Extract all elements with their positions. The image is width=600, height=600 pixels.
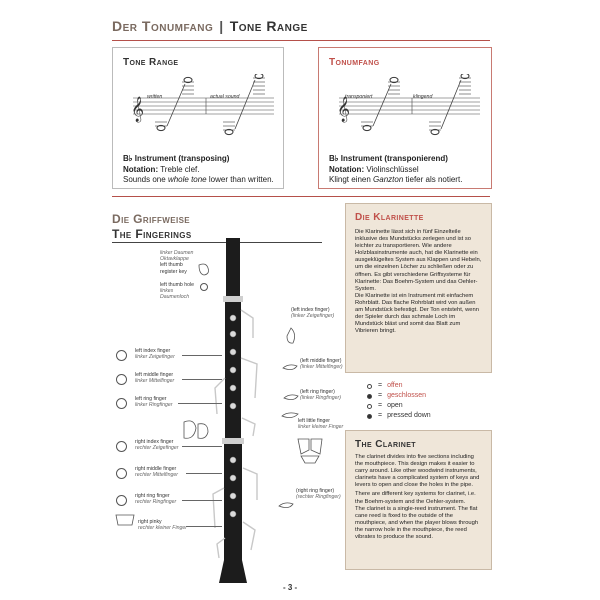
hole-left-index-icon: [116, 350, 127, 361]
hole-right-index-icon: [116, 441, 127, 452]
closed-hole-icon: [367, 393, 372, 399]
side-keys-icon: [183, 420, 209, 439]
label-r-left-index: (left index finger) (linker Zeigefinger): [291, 307, 335, 320]
line1-b: Instrument (transposing): [132, 154, 230, 163]
label-left-middle: left middle finger linker Mittelfinger: [135, 372, 175, 385]
flat-icon: ♭: [334, 154, 339, 163]
fingerings-rule: [112, 242, 322, 243]
key-shape-ring-icon: [283, 394, 299, 400]
klarinette-text: Die Klarinette lässt sich in fünf Einzel…: [355, 229, 483, 335]
flat-icon: ♭: [128, 154, 133, 163]
tone-range-text-en: B♭ Instrument (transposing) Notation: Tr…: [123, 154, 274, 186]
notation-label: Notation:: [123, 164, 159, 174]
legend-closed-de: = geschlossen: [367, 391, 431, 401]
staff-label-transponiert: transponiert: [345, 94, 373, 100]
open-hole-icon: [367, 383, 372, 389]
label-left-thumb-hole: left thumb hole linkes Daumenloch: [160, 282, 195, 301]
staff-label-actual-sound: actual sound: [210, 94, 240, 100]
label-right-middle: right middle finger rechter Mittelfinger: [135, 466, 178, 479]
clarinet-title: The Clarinet: [355, 439, 416, 450]
section-rule: [112, 196, 490, 197]
clarinet-panel: The Clarinet The clarinet divides into f…: [345, 430, 492, 570]
klarinette-para-2: Die Klarinette ist ein Instrument mit ei…: [355, 292, 479, 335]
legend-open-de: = offen: [367, 381, 431, 391]
key-shape-middle-icon: [282, 364, 298, 370]
klarinette-title: Die Klarinette: [355, 212, 424, 223]
leader-right-pinky: [186, 526, 222, 527]
label-left-ring: left ring finger linker Ringfinger: [135, 396, 173, 409]
clarinet-text: The clarinet divides into five sections …: [355, 454, 483, 541]
page-number: - 3 -: [283, 583, 298, 592]
notation-label: Notation:: [329, 164, 365, 174]
klarinette-para-1: Die Klarinette lässt sich in fünf Einzel…: [355, 229, 482, 292]
page-title: Der Tonumfang | Tone Range: [112, 18, 308, 34]
tone-range-title-de: Tonumfang: [329, 57, 380, 68]
clarinet-para-1: The clarinet divides into five sections …: [355, 454, 480, 489]
line1-a: B: [329, 154, 335, 163]
notation-value: Treble clef.: [158, 164, 200, 174]
svg-text:𝄞: 𝄞: [131, 96, 144, 122]
line1-a: B: [123, 154, 129, 163]
hole-right-middle-icon: [116, 468, 127, 479]
clarinet-para-2: There are different key systems for clar…: [355, 491, 476, 505]
leader-left-middle: [182, 379, 222, 380]
staff-label-klingend: klingend: [413, 94, 433, 100]
notation-value: Violinschlüssel: [364, 164, 419, 174]
thumb-key-icon: [198, 263, 209, 276]
leader-left-ring: [178, 403, 222, 404]
line3-em: whole tone: [167, 175, 207, 184]
legend: = offen = geschlossen = open = pressed d…: [367, 381, 431, 421]
title-separator: |: [219, 18, 224, 34]
leader-left-index: [182, 355, 222, 356]
legend-pressed-en: = pressed down: [367, 411, 431, 421]
staff-range-en: 𝄞: [131, 74, 274, 136]
svg-text:𝄞: 𝄞: [337, 96, 350, 122]
staff-range-de: 𝄞: [337, 74, 480, 136]
label-right-pinky: right pinky rechter kleiner Finger: [138, 519, 188, 532]
title-en: Tone Range: [229, 18, 308, 34]
line3-a: Klingt einen: [329, 175, 374, 184]
hole-right-ring-icon: [116, 495, 127, 506]
pinky-key-icon: [115, 514, 135, 526]
title-rule: [112, 40, 490, 41]
key-shape-little-icon: [281, 412, 299, 418]
key-shape-right-ring-icon: [278, 502, 294, 508]
leader-right-middle: [186, 473, 222, 474]
little-finger-keys-icon: [297, 438, 323, 464]
fingerings-title-de: Die Griffweise: [112, 212, 191, 226]
open-hole-icon: [367, 403, 372, 409]
line3-b: lower than written.: [206, 175, 274, 184]
line3-em: Ganzton: [373, 175, 404, 184]
leader-right-index: [182, 446, 222, 447]
pressed-hole-icon: [367, 413, 372, 419]
key-shape-index-icon: [286, 327, 295, 344]
line3-b: tiefer als notiert.: [403, 175, 463, 184]
staff-label-written: written: [147, 94, 163, 100]
hole-left-ring-icon: [116, 398, 127, 409]
tone-range-title-en: Tone Range: [123, 57, 179, 68]
hole-left-middle-icon: [116, 374, 127, 385]
klarinette-panel: Die Klarinette Die Klarinette lässt sich…: [345, 203, 492, 373]
line3-a: Sounds one: [123, 175, 168, 184]
title-de: Der Tonumfang: [112, 18, 214, 34]
label-r-left-ring: (left ring finger) (linker Ringfinger): [300, 389, 341, 402]
label-right-index: right index finger rechter Zeigefinger: [135, 439, 179, 452]
clarinet-para-3: The clarinet is a single-reed instrument…: [355, 505, 479, 541]
label-r-right-ring: (right ring finger) (rechter Ringfinger): [296, 488, 341, 501]
line1-b: Instrument (transponierend): [338, 154, 448, 163]
fingerings-title-en: The Fingerings: [112, 227, 192, 241]
clarinet-image: [212, 238, 258, 583]
label-left-thumb-key: linker Daumen Oktavklappe left thumb reg…: [160, 250, 194, 275]
tone-range-box-en: Tone Range 𝄞 written actual sound B♭ Ins…: [112, 47, 284, 189]
label-right-ring: right ring finger rechter Ringfinger: [135, 493, 177, 506]
thumb-hole-icon: [200, 283, 208, 291]
label-left-index: left index finger linker Zeigefinger: [135, 348, 175, 361]
tone-range-text-de: B♭ Instrument (transponierend) Notation:…: [329, 154, 462, 186]
tone-range-box-de: Tonumfang 𝄞 transponiert klingend B♭ Ins…: [318, 47, 492, 189]
label-r-left-little: left little finger linker kleiner Finger: [298, 418, 344, 431]
label-r-left-middle: (left middle finger) (linker Mittelfinge…: [300, 358, 343, 371]
legend-open-en: = open: [367, 401, 431, 411]
leader-right-ring: [182, 500, 222, 501]
